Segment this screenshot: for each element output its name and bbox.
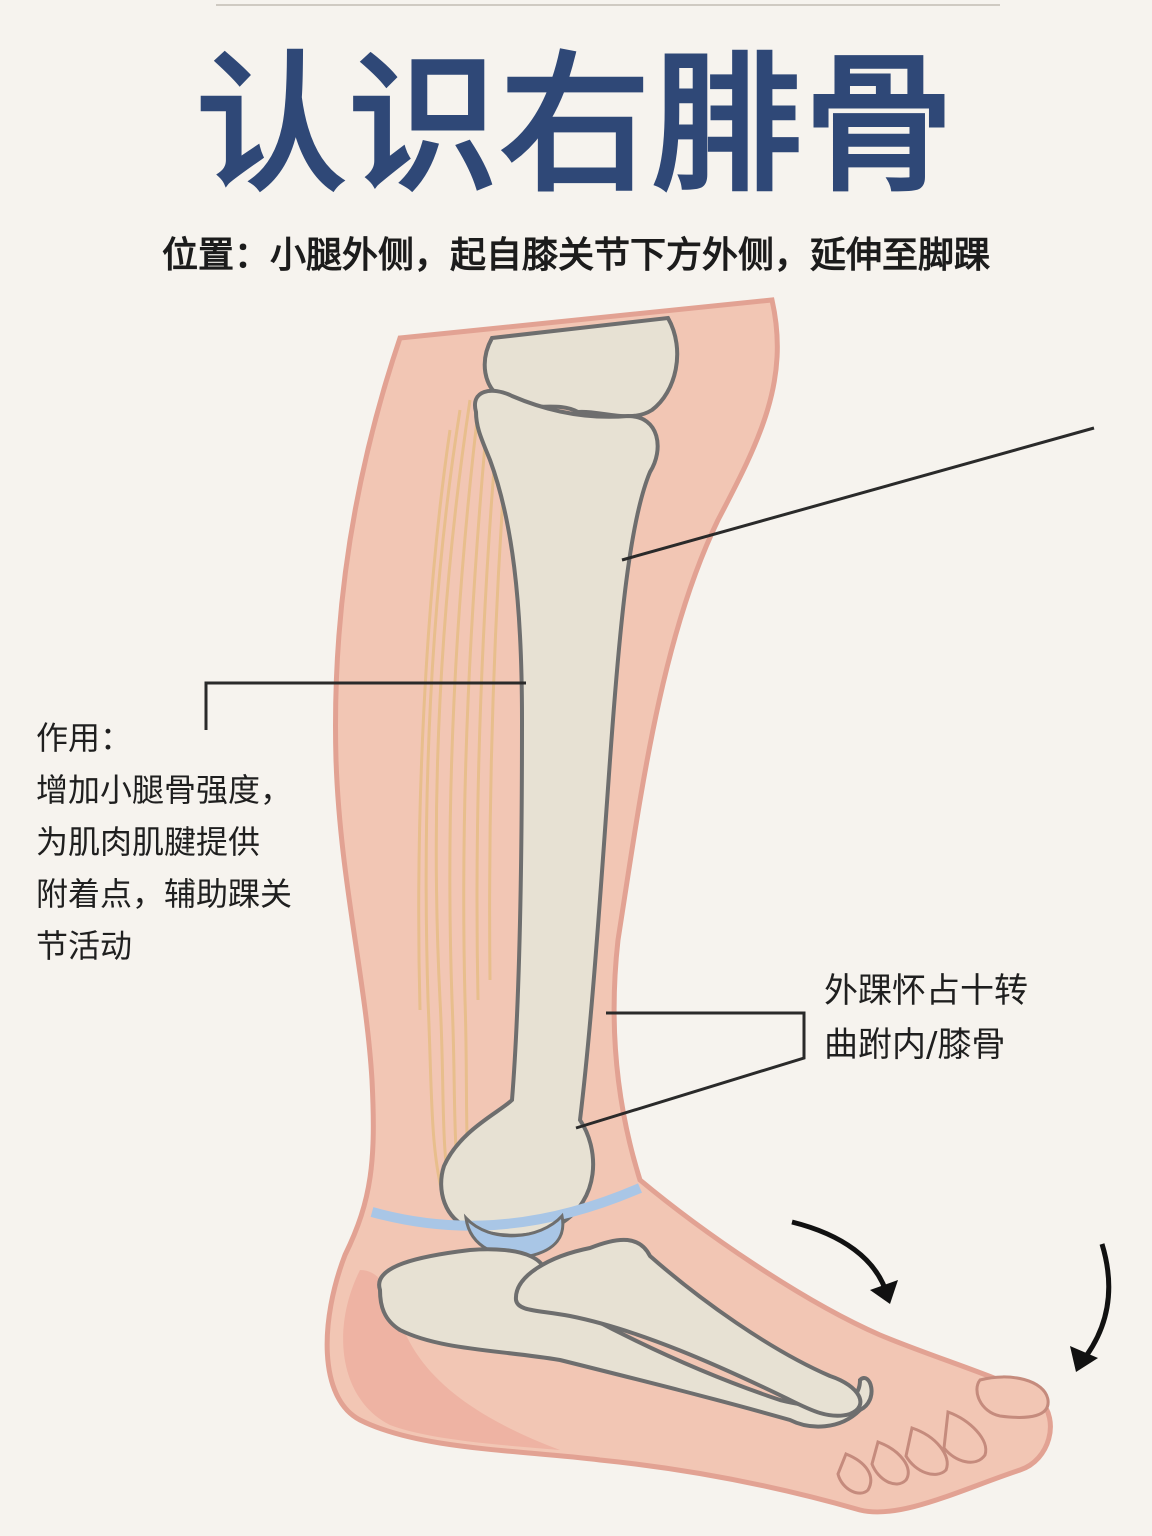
ankle-annotation: 外踝怀占十转 曲跗内/膝骨 [824,964,1124,1072]
leader-lines [204,426,1095,1130]
top-divider [216,4,1000,6]
metatarsal-bone [513,1237,863,1418]
page-title: 认识右腓骨 [195,37,956,213]
function-line: 节活动 [36,927,133,965]
calcaneus-bone [377,1247,874,1429]
toes [836,1375,1050,1495]
rotation-arrowhead-icon [870,1280,898,1304]
function-line: 附着点，辅助踝关 [36,875,293,913]
ankle-ligament [370,1183,642,1231]
function-annotation: 作用： 增加小腿骨强度， 为肌肉肌腱提供 附着点，辅助踝关 节活动 [36,712,366,972]
function-line: 为肌肉肌腱提供 [36,823,261,861]
function-line: 增加小腿骨强度， [36,771,293,809]
function-heading: 作用： [36,719,133,757]
ankle-annotation-line: 外踝怀占十转 [824,971,1028,1011]
flexion-arrowhead-icon [1070,1346,1098,1372]
flexion-arrow-icon [1078,1243,1112,1366]
ankle-annotation-line: 曲跗内/膝骨 [824,1025,1006,1065]
rotation-arrow-icon [791,1219,891,1299]
location-subtitle: 位置：小腿外侧，起自膝关节下方外侧，延伸至脚踝 [161,235,990,276]
